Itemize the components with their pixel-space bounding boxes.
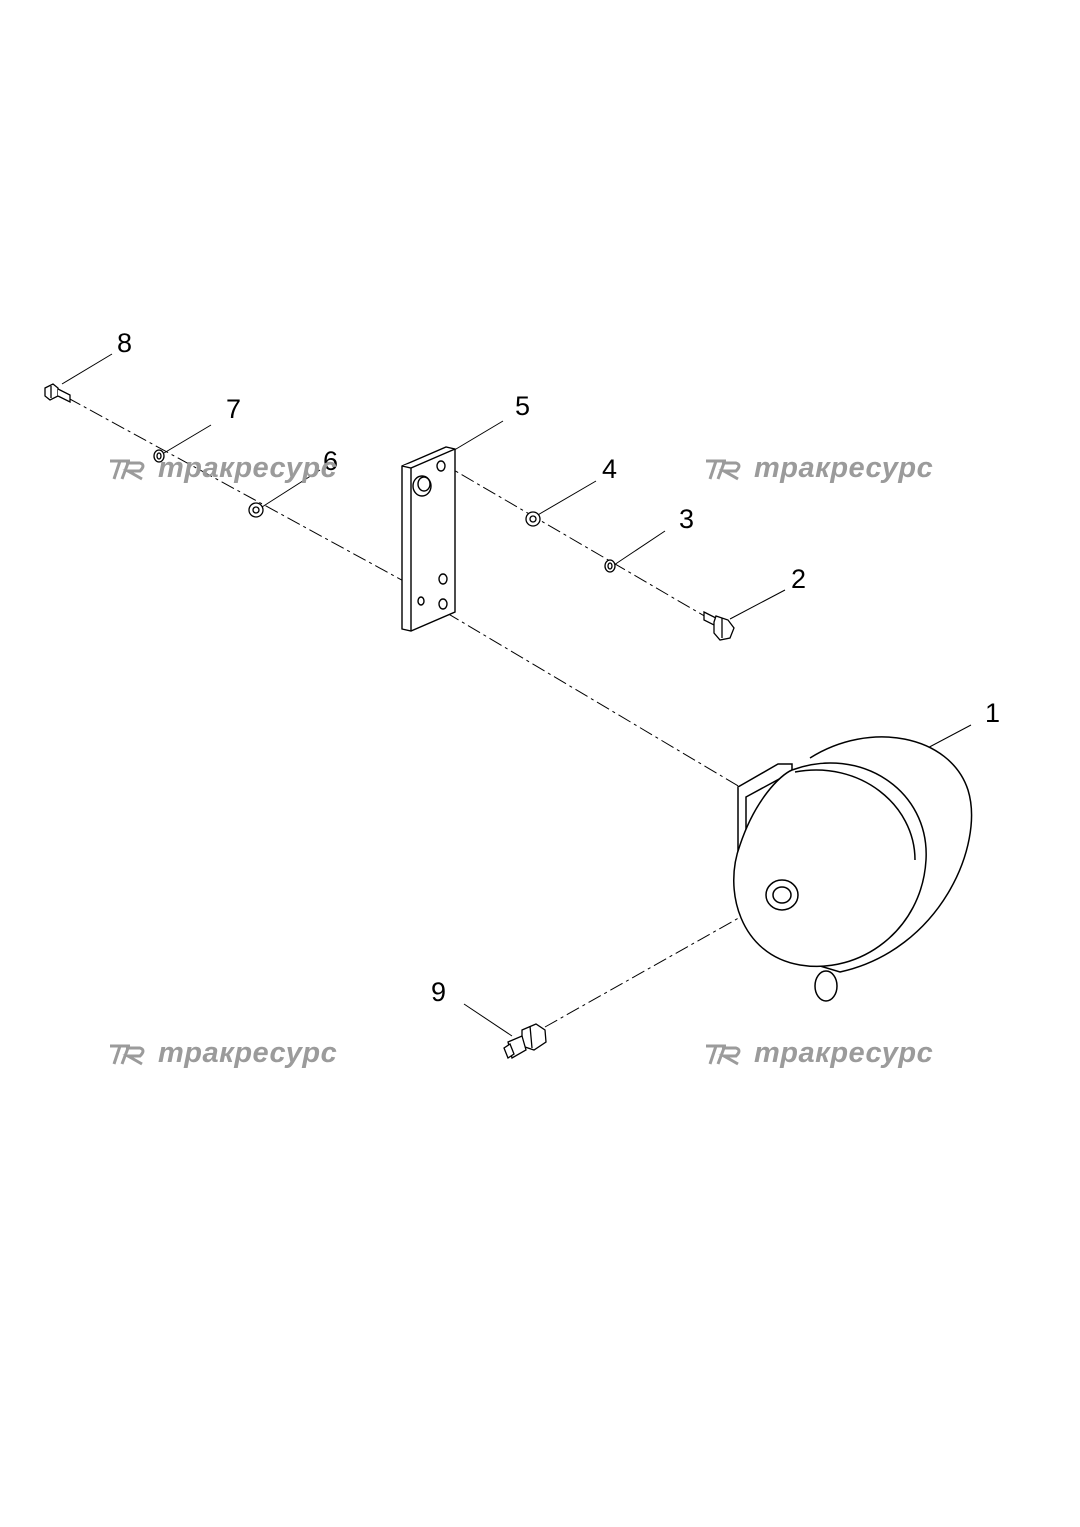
part-4-washer xyxy=(525,511,541,527)
watermark: тракресурс xyxy=(702,1036,933,1070)
part-2-bolt xyxy=(703,610,735,641)
callout-3: 3 xyxy=(679,504,695,534)
part-7-washer xyxy=(153,449,165,463)
part-3-washer xyxy=(604,559,616,573)
tr-logo-icon xyxy=(110,459,145,481)
watermark-text: тракресурс xyxy=(754,451,934,484)
tr-logo-icon xyxy=(706,459,741,481)
part-8-bolt xyxy=(44,383,71,404)
tr-logo-icon xyxy=(706,1044,741,1066)
part-1-drum xyxy=(733,736,973,1002)
callout-5: 5 xyxy=(515,391,531,421)
callout-8: 8 xyxy=(117,328,133,358)
watermark: тракресурс xyxy=(106,451,337,485)
part-5-bracket-plate xyxy=(401,446,456,632)
callout-1: 1 xyxy=(985,698,1001,728)
callout-7: 7 xyxy=(226,394,242,424)
watermark: тракресурс xyxy=(106,1036,337,1070)
part-9-fitting xyxy=(503,1023,547,1059)
part-6-washer xyxy=(248,502,264,518)
watermark-text: тракресурс xyxy=(754,1036,934,1069)
watermark-text: тракресурс xyxy=(158,1036,338,1069)
callout-4: 4 xyxy=(602,454,618,484)
watermark: тракресурс xyxy=(702,451,933,485)
watermark-text: тракресурс xyxy=(158,451,338,484)
callout-6: 6 xyxy=(323,446,339,476)
tr-logo-icon xyxy=(110,1044,145,1066)
callout-2: 2 xyxy=(791,564,807,594)
callout-9: 9 xyxy=(431,977,447,1007)
